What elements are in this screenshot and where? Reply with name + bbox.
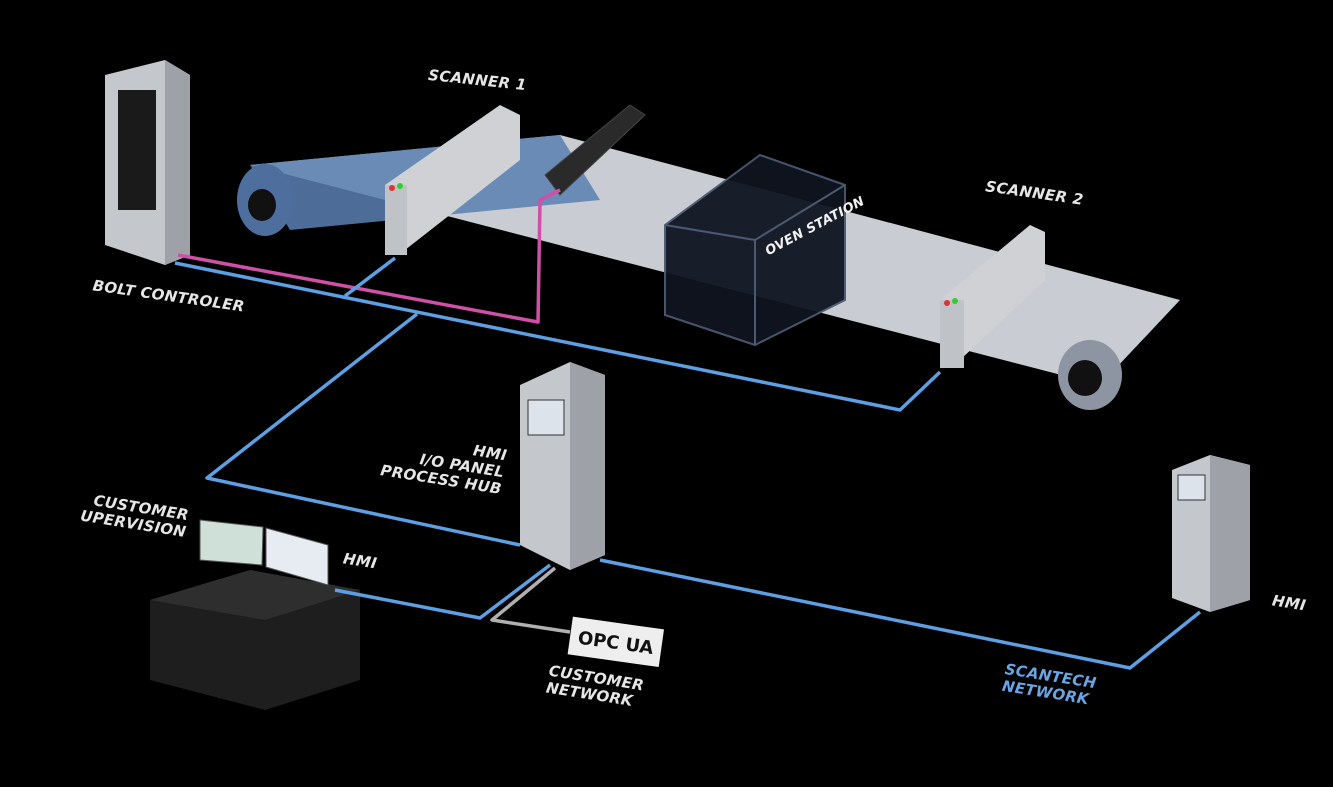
scanner-1	[385, 105, 520, 255]
hmi-cabinet-right	[1172, 455, 1250, 612]
opc-ua-logo: OPC UA	[567, 616, 664, 668]
scantech-network-line-right	[599, 558, 1202, 670]
scantech-network-line-top	[174, 261, 942, 412]
scantech-network-line-hub	[205, 312, 521, 547]
scanner-2	[940, 225, 1045, 368]
monitor-right	[265, 527, 329, 586]
customer-network-line	[490, 566, 571, 634]
scanner1-link-line	[343, 256, 397, 298]
scantech-network-line-desk	[334, 563, 552, 620]
monitor-left	[199, 519, 264, 566]
sensor-bar	[544, 104, 646, 196]
bolt-controller-cabinet	[105, 60, 190, 265]
oven-station	[664, 153, 846, 347]
supervision-desk	[150, 519, 360, 710]
process-hub-cabinet	[520, 362, 605, 570]
bolt-link-line	[177, 188, 561, 324]
